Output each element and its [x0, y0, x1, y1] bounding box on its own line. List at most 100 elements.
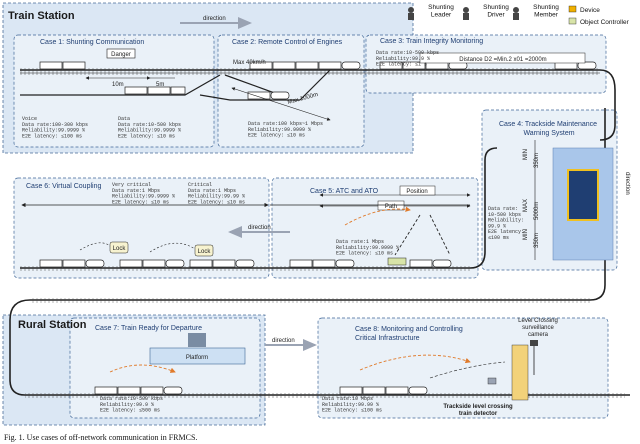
text-line: Reliability:99.9 % — [100, 402, 154, 408]
text-line: Reliability: — [488, 218, 524, 224]
person-icon-driver — [463, 7, 469, 20]
text-line: camera — [528, 332, 549, 338]
case3-title: Case 3: Train Integrity Monitoring — [380, 38, 483, 45]
text-line: Reliability:99.99 % — [188, 194, 245, 200]
text-line: Data rate:1 Mbps — [112, 188, 160, 194]
text-line: Shunting — [533, 4, 559, 11]
case4-max-label: MAX — [523, 199, 529, 212]
object-controller-swatch — [568, 17, 577, 25]
lock2-box — [194, 244, 214, 257]
text-line: Member — [534, 11, 559, 18]
text-line: Data rate: — [488, 206, 518, 212]
case4-min-label: MIN — [523, 149, 529, 160]
text-line: E2E latency: ≤10 ms — [118, 133, 175, 139]
case8-title: Case 8: Monitoring and Controlling Criti… — [355, 326, 465, 342]
train-station-title: Train Station — [8, 10, 75, 22]
text-line: Reliability:99.9999 % — [118, 128, 181, 134]
maintenance-worker-area — [567, 169, 599, 221]
text-line: Data — [118, 116, 130, 122]
text-line: E2E latency: — [488, 229, 524, 235]
lock1-box — [109, 241, 129, 254]
danger-label: Danger — [111, 52, 131, 58]
text-line: E2E latency: ≤100 ms — [22, 133, 82, 139]
text-line: Reliability:99.9 % — [376, 56, 430, 62]
case1-dist2: 5m — [156, 82, 164, 88]
text-line: Data rate:100-300 kbps — [22, 122, 88, 128]
text-line: Critical — [188, 182, 212, 188]
text-line: 10-500 kbps — [488, 212, 521, 218]
text-line: Reliability:99.9999 % — [248, 127, 311, 133]
case5-position: Position — [406, 189, 427, 195]
legend-device: Device — [580, 7, 600, 14]
text-line: E2E latency: ≤10 ms — [112, 199, 169, 205]
text-line: Data rate:10-500 kbps — [118, 122, 181, 128]
trackside-detector — [487, 377, 497, 385]
text-line: E2E latency: ≤10 ms — [188, 199, 245, 205]
case3-box — [365, 34, 607, 94]
text-line: Data rate:1 Mbps — [188, 188, 236, 194]
figure-caption: Fig. 1. Use cases of off-network communi… — [4, 433, 197, 442]
trains — [39, 61, 597, 395]
text-line: train detector — [459, 411, 498, 417]
text-line: Reliability:99.9999 % — [336, 245, 399, 251]
text-line: Very critical — [112, 182, 151, 188]
text-line: Reliability:99.9999 % — [22, 128, 85, 134]
text-line: Voice — [22, 116, 37, 122]
text-line: E2E latency: ≤100 ms — [322, 408, 382, 414]
direction-mid: direction — [248, 225, 271, 231]
case2-max-speed: Max 40km/h — [233, 60, 266, 66]
level-crossing-road — [511, 344, 529, 401]
level-crossing-camera — [530, 340, 538, 346]
platform — [149, 347, 246, 365]
case6-lock2: Lock — [198, 249, 212, 255]
case7-title: Case 7: Train Ready for Departure — [95, 325, 202, 332]
text-line: Driver — [487, 11, 505, 18]
case4-min-val: 350m — [534, 153, 540, 168]
case3-distance: Distance D2 =Min.2 x01 =2000m — [459, 57, 546, 63]
text-line: E2E latency: ≤10 ms — [336, 251, 393, 257]
case8-title-line1: Case 8: Monitoring and Controlling — [355, 326, 463, 333]
case4-title-line1: Case 4: Trackside Maintenance — [499, 121, 597, 128]
case7-platform: Platform — [186, 355, 208, 361]
text-line: Data rate:10 Mbps — [322, 396, 373, 402]
case4-title: Case 4: Trackside Maintenance Warning Sy… — [499, 121, 599, 137]
text-line: Data rate:100 kbps~1 Mbps — [248, 121, 323, 127]
case5-title: Case 5: ATC and ATO — [310, 188, 379, 195]
text-line: ≤100 ms — [488, 235, 509, 241]
direction-bottom: direction — [272, 338, 295, 344]
device-swatch — [568, 5, 577, 13]
text-line: Data rate:10-500 kbps — [376, 50, 439, 56]
case1-title: Case 1: Shunting Communication — [40, 39, 144, 46]
station-building — [188, 333, 206, 347]
case7-box — [69, 317, 261, 419]
text-line: surveillance — [522, 325, 554, 331]
case8-title-line2: Critical Infrastructure — [355, 335, 420, 342]
text-line: Reliability:99.9999 % — [112, 194, 175, 200]
case1-dist1: 10m — [112, 82, 124, 88]
person-icon-member — [513, 7, 519, 20]
case4-direction: direction — [624, 172, 630, 195]
text-line: Reliability:99.99 % — [322, 402, 379, 408]
case5-path: Path — [385, 204, 397, 210]
case2-title: Case 2: Remote Control of Engines — [232, 39, 343, 46]
rural-station-title: Rural Station — [18, 319, 87, 331]
case5-box — [271, 177, 479, 279]
case4-title-line2: Warning System — [523, 130, 574, 137]
text-line: Shunting — [428, 4, 454, 11]
legend-object-controller: Object Controller — [580, 19, 630, 26]
person-icon-leader — [408, 7, 414, 20]
